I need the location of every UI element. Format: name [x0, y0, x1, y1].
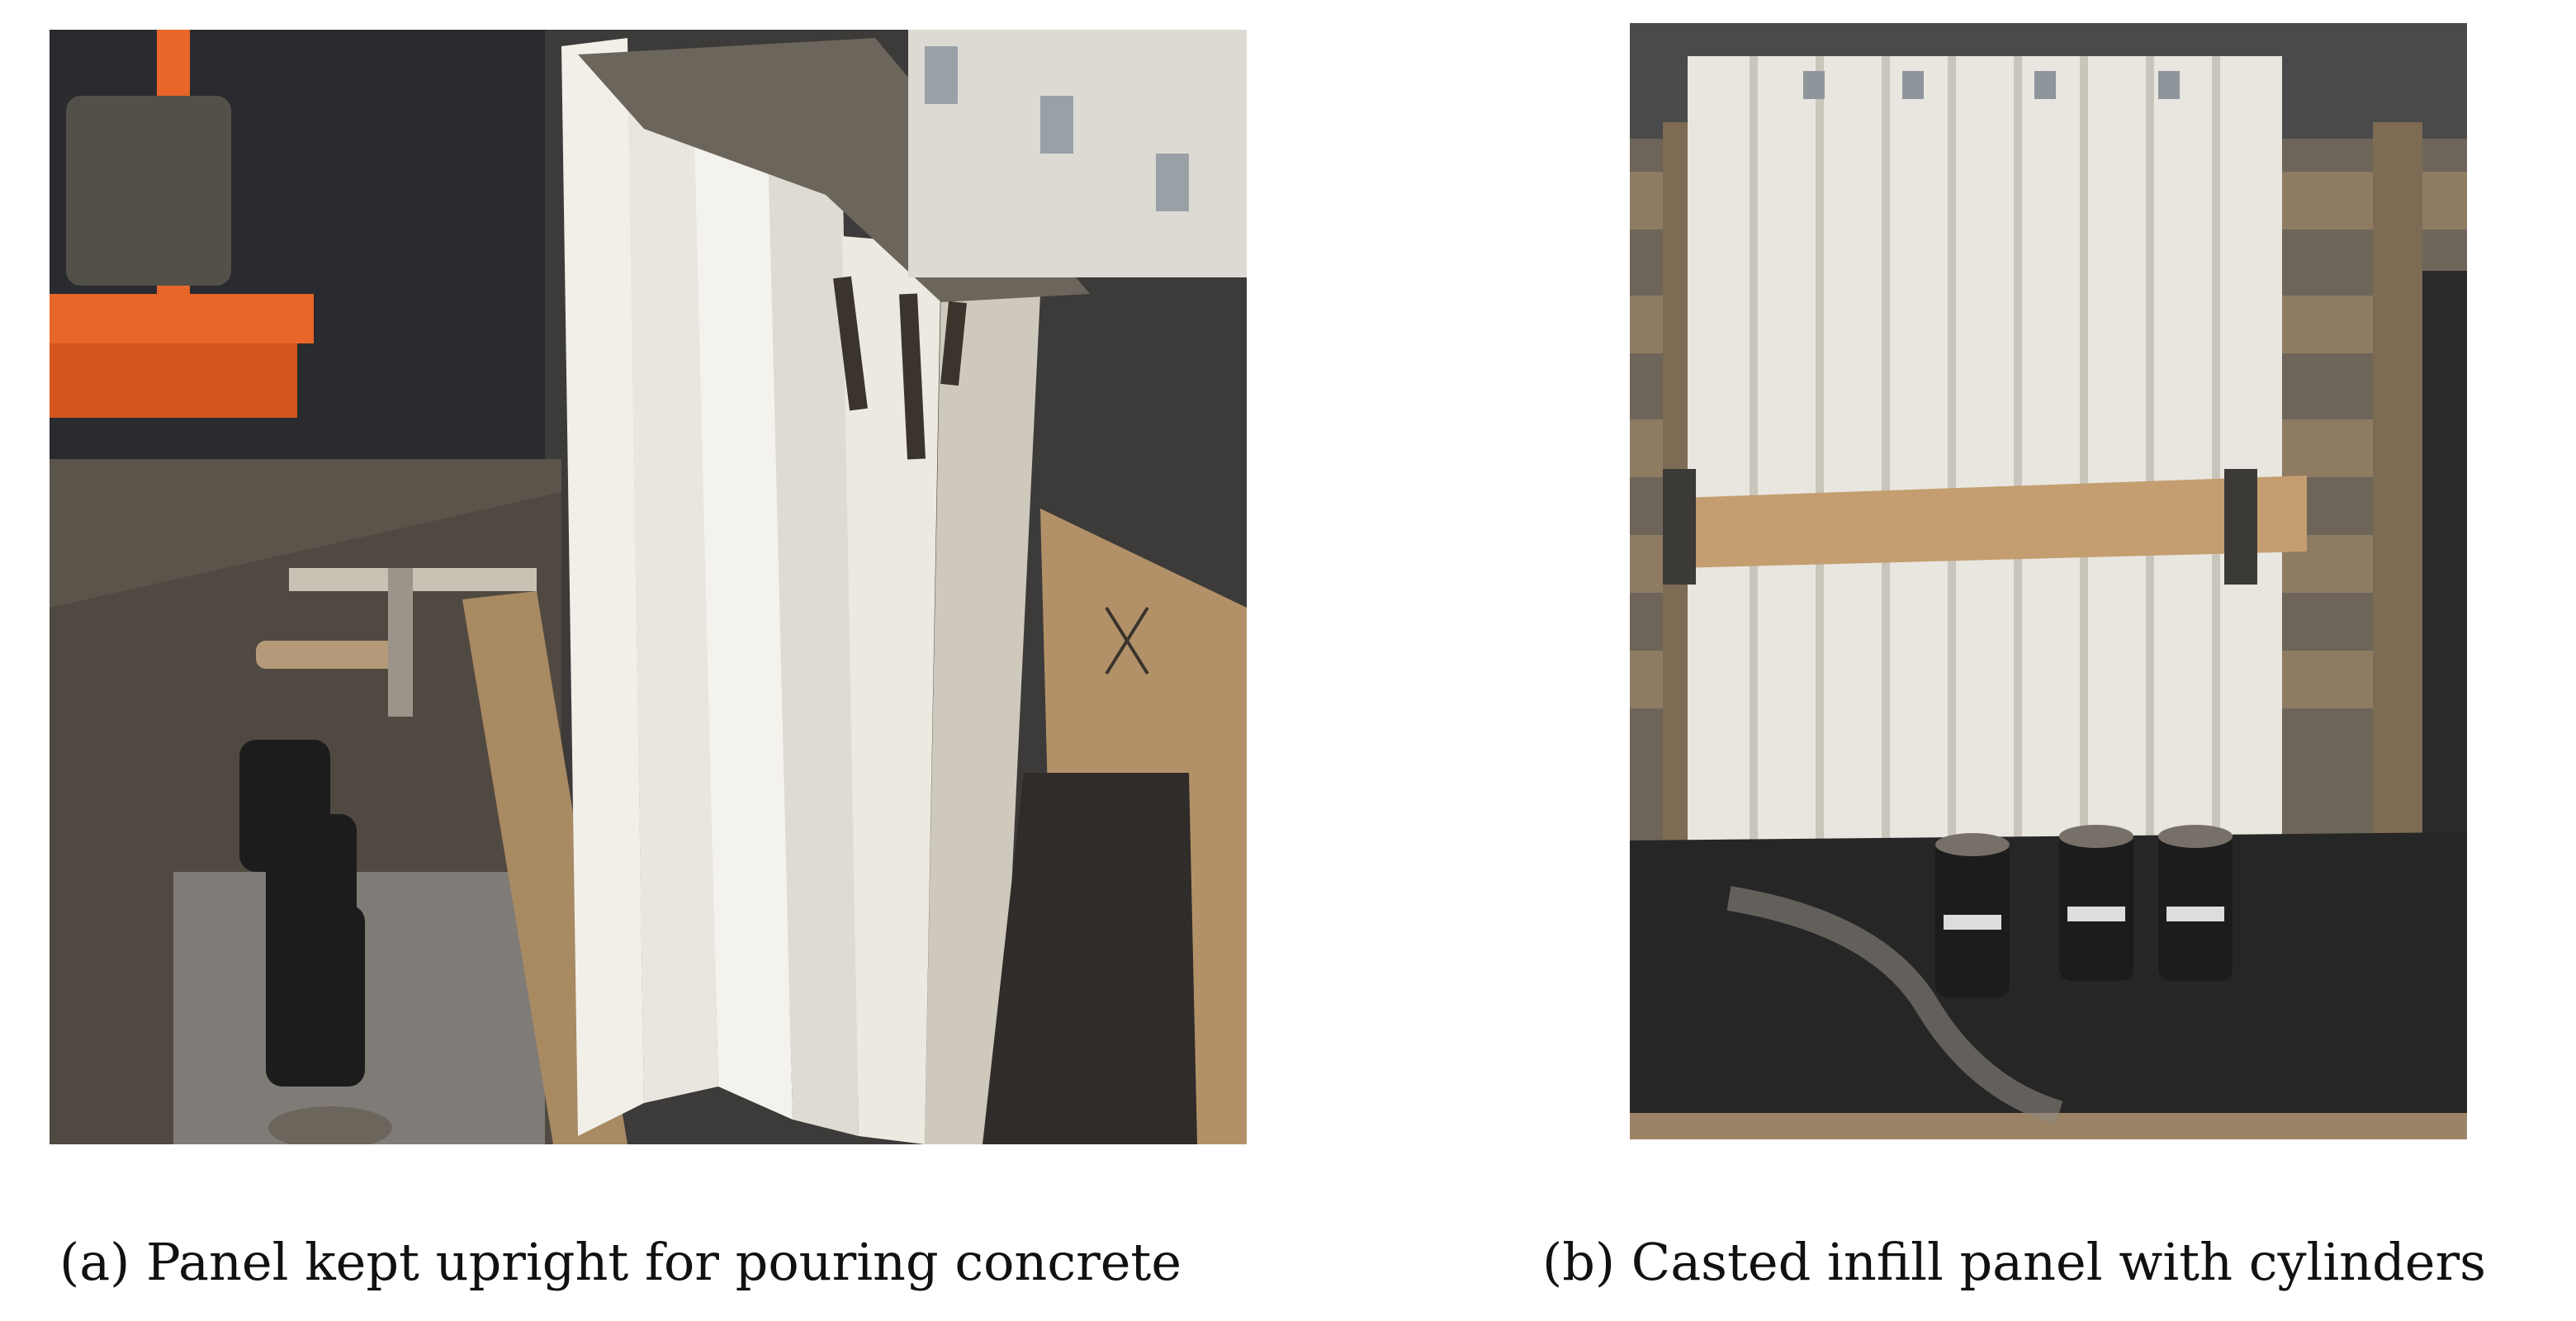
figure-caption-b: (b) Casted infill panel with cylinders — [1542, 1232, 2486, 1292]
figure-panel-a — [50, 30, 1247, 1144]
photo-panel-casted-cylinders — [1630, 23, 2467, 1139]
figure-caption-a: (a) Panel kept upright for pouring concr… — [59, 1232, 1182, 1292]
figure-panel-b — [1630, 23, 2467, 1139]
photo-panel-upright-pour — [50, 30, 1247, 1144]
